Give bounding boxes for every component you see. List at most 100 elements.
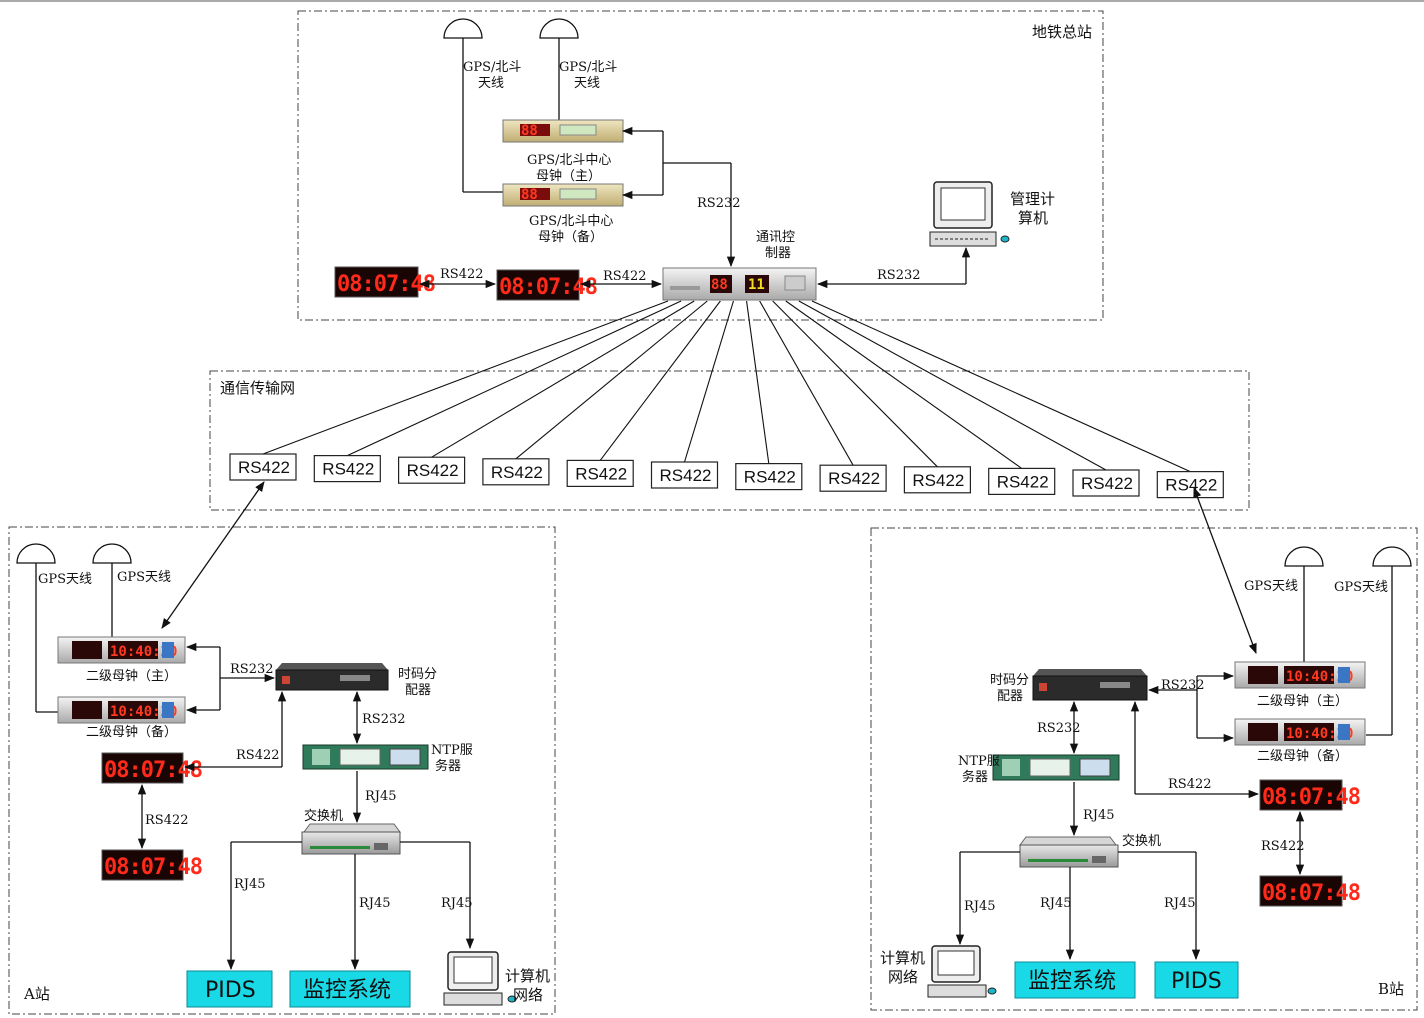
hq-region-label: 地铁总站 (1032, 23, 1092, 41)
network-port-box (903, 466, 972, 494)
station-b-frame (870, 527, 1418, 1011)
network-port-label: RS422 (1081, 474, 1133, 493)
station-b-antenna-2-label: GPS天线 (1334, 580, 1388, 595)
station-a-monitor-box (289, 970, 411, 1008)
station-a-rj45-monitor-label: RJ45 (359, 896, 391, 911)
hq-antenna-1-label-l2: 天线 (478, 76, 504, 91)
digital-clock-display: 08:07:48 (101, 752, 203, 784)
digital-clock-display: 08:07:48 (1259, 779, 1361, 811)
station-a-pids-box (186, 970, 273, 1008)
network-port-box (398, 456, 466, 484)
network-port-label: RS422 (575, 464, 627, 483)
station-b-pids-box (1154, 961, 1239, 999)
fan-line (759, 300, 854, 466)
svg-text:08:07:48: 08:07:48 (104, 758, 202, 783)
station-a-pids-label: PIDS (205, 978, 256, 1003)
hq-master-main-label-l2: 母钟（主） (536, 168, 601, 184)
network-port-box (313, 455, 381, 483)
svg-text:10:40:20: 10:40:20 (110, 704, 177, 720)
svg-text:11: 11 (748, 277, 765, 293)
fan-line (811, 300, 1191, 473)
svg-text:10:40:20: 10:40:20 (110, 644, 177, 660)
computer-icon (929, 181, 1010, 247)
network-port-box (650, 461, 719, 489)
hq-rs232-pc-label: RS232 (877, 268, 921, 283)
ntp-server-device (992, 754, 1120, 781)
station-b-pc-label-l2: 网络 (888, 968, 918, 986)
gps-antenna-icon (443, 18, 503, 193)
network-port-box (482, 458, 550, 486)
gps-antenna-icon (1366, 546, 1412, 736)
svg-text:88: 88 (711, 277, 728, 293)
network-port-label: RS422 (828, 469, 880, 488)
ntp-server-device (302, 744, 429, 770)
svg-text:08:07:48: 08:07:48 (1262, 785, 1360, 810)
gps-antenna-icon (16, 543, 58, 713)
hq-frame (297, 10, 1104, 321)
master-clock-backup-device: 88 (502, 183, 624, 207)
station-a-rs232-ntp-label: RS232 (362, 712, 406, 727)
station-a-switch-label: 交换机 (304, 808, 343, 824)
station-a-sec-main-label: 二级母钟（主） (86, 668, 177, 684)
network-port-label: RS422 (997, 472, 1049, 491)
network-port-box (229, 453, 297, 481)
comm-controller-device: 88 11 (662, 267, 817, 301)
station-a-rs422-clock-label: RS422 (145, 813, 189, 828)
station-a-rj45-pids-label: RJ45 (234, 877, 266, 892)
network-switch-device (1019, 836, 1119, 868)
station-b-switch-label: 交换机 (1122, 833, 1161, 849)
station-b-rj45-pc-label: RJ45 (964, 899, 996, 914)
svg-text:10:40:20: 10:40:20 (1286, 726, 1353, 742)
network-frame (209, 370, 1250, 511)
network-port-box (819, 464, 887, 492)
fan-line (772, 300, 938, 468)
station-a-pc-label-l2: 网络 (513, 986, 543, 1004)
station-b-rs232-ntp-label: RS232 (1037, 721, 1081, 736)
hq-mgmt-pc-label-l1: 管理计 (1010, 190, 1055, 208)
secondary-clock-main-device: 10:40:20 (57, 636, 186, 664)
fan-line (746, 300, 770, 464)
fan-line (785, 300, 1023, 469)
hq-mgmt-pc-label-l2: 算机 (1018, 209, 1048, 227)
svg-text:88: 88 (521, 123, 538, 139)
hq-rs422-label-2: RS422 (603, 269, 647, 284)
digital-clock-display: 08:07:48 (101, 849, 203, 881)
fan-line (599, 300, 721, 461)
hq-master-backup-label-l2: 母钟（备） (538, 229, 603, 245)
station-b-rs422-clock-label: RS422 (1261, 839, 1305, 854)
fan-line (431, 300, 695, 458)
station-a-rs232-label: RS232 (230, 662, 274, 677)
network-port-box (988, 467, 1056, 495)
fan-line (515, 300, 708, 460)
secondary-clock-backup-device: 10:40:20 (57, 696, 186, 724)
station-b-monitor-box (1014, 961, 1136, 999)
fan-line (798, 300, 1107, 471)
station-a-pc-label-l1: 计算机 (505, 967, 550, 985)
network-port-label: RS422 (322, 460, 374, 479)
station-a-distributor-label-l2: 配器 (405, 683, 431, 698)
network-port-box (735, 463, 803, 491)
station-a-label: A站 (23, 985, 50, 1003)
hq-rs232-label: RS232 (697, 196, 741, 211)
station-a-rj45-pc-label: RJ45 (441, 896, 473, 911)
network-port-label: RS422 (744, 468, 796, 487)
hq-antenna-1-label-l1: GPS/北斗 (463, 60, 521, 75)
station-b-rj45-monitor-label: RJ45 (1040, 896, 1072, 911)
network-port-box (1072, 469, 1140, 497)
svg-text:88: 88 (521, 187, 538, 203)
gps-antenna-icon (92, 543, 132, 637)
station-b-sec-backup-label: 二级母钟（备） (1257, 748, 1348, 764)
station-b-monitor-label: 监控系统 (1028, 969, 1116, 994)
network-region-label: 通信传输网 (220, 379, 295, 397)
gps-antenna-icon (1284, 546, 1324, 662)
hq-master-backup-label-l1: GPS/北斗中心 (529, 214, 613, 229)
hq-antenna-2-label-l1: GPS/北斗 (559, 60, 617, 75)
hq-controller-label-l2: 制器 (765, 246, 791, 261)
fan-line (347, 300, 682, 457)
digital-clock-display: 08:07:48 (496, 269, 598, 301)
station-a-sec-backup-label: 二级母钟（备） (86, 724, 177, 740)
hq-controller-label-l1: 通讯控 (756, 230, 795, 245)
secondary-clock-main-device: 10:40:20 (1234, 661, 1366, 689)
